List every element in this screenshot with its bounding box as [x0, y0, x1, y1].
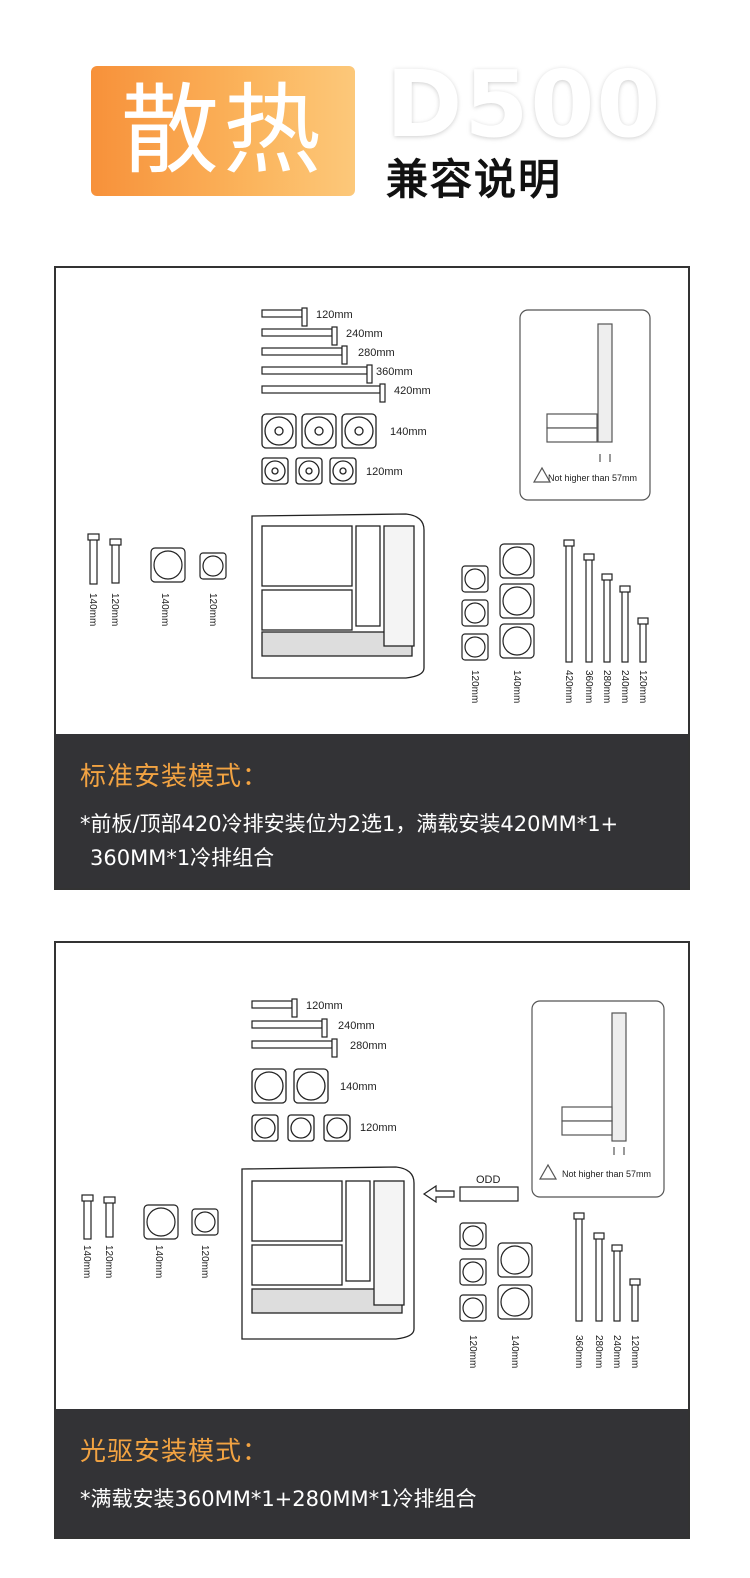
rear-label-4: 120mm	[199, 1245, 210, 1278]
front-rad-label-3: 240mm	[611, 1335, 622, 1368]
front-radiators	[563, 539, 649, 663]
clearance-inset	[519, 309, 651, 501]
odd-bay	[422, 1184, 519, 1204]
front-radiators	[573, 1212, 641, 1322]
front-fan-label-120: 120mm	[469, 670, 480, 703]
clearance-inset	[531, 1000, 665, 1198]
hero-badge: 散热	[91, 66, 355, 196]
front-fan-label-140: 140mm	[511, 670, 522, 703]
front-rad-label-2: 280mm	[593, 1335, 604, 1368]
front-rad-label-1: 360mm	[573, 1335, 584, 1368]
front-fan-label-120: 120mm	[467, 1335, 478, 1368]
standard-mode-caption: 标准安装模式： *前板/顶部420冷排安装位为2选1，满载安装420MM*1+ …	[56, 734, 688, 888]
front-rad-label-4: 120mm	[629, 1335, 640, 1368]
top-rad-label-280: 280mm	[350, 1040, 387, 1052]
top-fan-140-row	[251, 1068, 329, 1104]
model-text: D500	[386, 60, 662, 146]
top-rad-label-120: 120mm	[306, 1000, 343, 1012]
odd-label: ODD	[476, 1174, 501, 1186]
front-fans	[461, 543, 535, 661]
front-fans	[459, 1222, 533, 1322]
rear-label-2: 120mm	[109, 593, 120, 626]
page-subtitle: 兼容说明	[386, 155, 563, 204]
front-rad-label-5: 120mm	[637, 670, 648, 703]
rear-label-2: 120mm	[103, 1245, 114, 1278]
top-rad-label-360: 360mm	[376, 366, 413, 378]
rear-components	[87, 533, 227, 585]
front-rad-label-3: 280mm	[601, 670, 612, 703]
front-rad-label-2: 360mm	[583, 670, 594, 703]
front-fan-label-140: 140mm	[509, 1335, 520, 1368]
front-rad-label-4: 240mm	[619, 670, 630, 703]
hero-badge-text: 散热	[120, 74, 325, 188]
top-fan-140-row	[261, 413, 377, 449]
mode-description: *满载安装360MM*1+280MM*1冷排组合	[80, 1482, 664, 1516]
case-side-view	[241, 1166, 415, 1340]
odd-mode-panel: 120mm 240mm 280mm 140mm 120mm Not higher…	[54, 941, 690, 1539]
odd-mode-caption: 光驱安装模式： *满载安装360MM*1+280MM*1冷排组合	[56, 1409, 688, 1537]
rear-label-3: 140mm	[153, 1245, 164, 1278]
clearance-note: Not higher than 57mm	[562, 1169, 651, 1179]
mode-desc-line1: *前板/顶部420冷排安装位为2选1，满载安装420MM*1+	[80, 812, 619, 836]
mode-description: *前板/顶部420冷排安装位为2选1，满载安装420MM*1+ 360MM*1冷…	[80, 807, 664, 875]
top-rad-label-420: 420mm	[394, 385, 431, 397]
top-rad-label-240: 240mm	[338, 1020, 375, 1032]
standard-mode-panel: 120mm 240mm 280mm 360mm 420mm 140mm 120m…	[54, 266, 690, 890]
case-side-view	[251, 513, 425, 679]
odd-mode-diagram: 120mm 240mm 280mm 140mm 120mm Not higher…	[81, 998, 665, 1368]
top-rad-label-240: 240mm	[346, 328, 383, 340]
model-watermark: D500	[386, 60, 662, 146]
top-fan-label-120: 120mm	[366, 466, 403, 478]
mode-title: 光驱安装模式：	[80, 1437, 270, 1467]
top-rad-label-120: 120mm	[316, 309, 353, 321]
rear-label-4: 120mm	[207, 593, 218, 626]
rear-label-3: 140mm	[159, 593, 170, 626]
clearance-note: Not higher than 57mm	[548, 473, 637, 483]
top-fan-120-row	[261, 457, 357, 485]
top-fan-label-140: 140mm	[390, 426, 427, 438]
top-radiator-list	[261, 307, 386, 403]
top-rad-label-280: 280mm	[358, 347, 395, 359]
top-fan-label-120: 120mm	[360, 1122, 397, 1134]
rear-label-1: 140mm	[81, 1245, 92, 1278]
mode-desc-line1: *满载安装360MM*1+280MM*1冷排组合	[80, 1487, 477, 1511]
mode-title: 标准安装模式：	[80, 762, 270, 792]
standard-mode-diagram: 120mm 240mm 280mm 360mm 420mm 140mm 120m…	[87, 307, 651, 703]
top-fan-120-row	[251, 1114, 351, 1142]
rear-label-1: 140mm	[87, 593, 98, 626]
rear-components	[81, 1194, 219, 1240]
top-fan-label-140: 140mm	[340, 1081, 377, 1093]
top-radiator-list	[251, 998, 338, 1058]
mode-desc-line2: 360MM*1冷排组合	[90, 846, 275, 870]
front-rad-label-1: 420mm	[563, 670, 574, 703]
